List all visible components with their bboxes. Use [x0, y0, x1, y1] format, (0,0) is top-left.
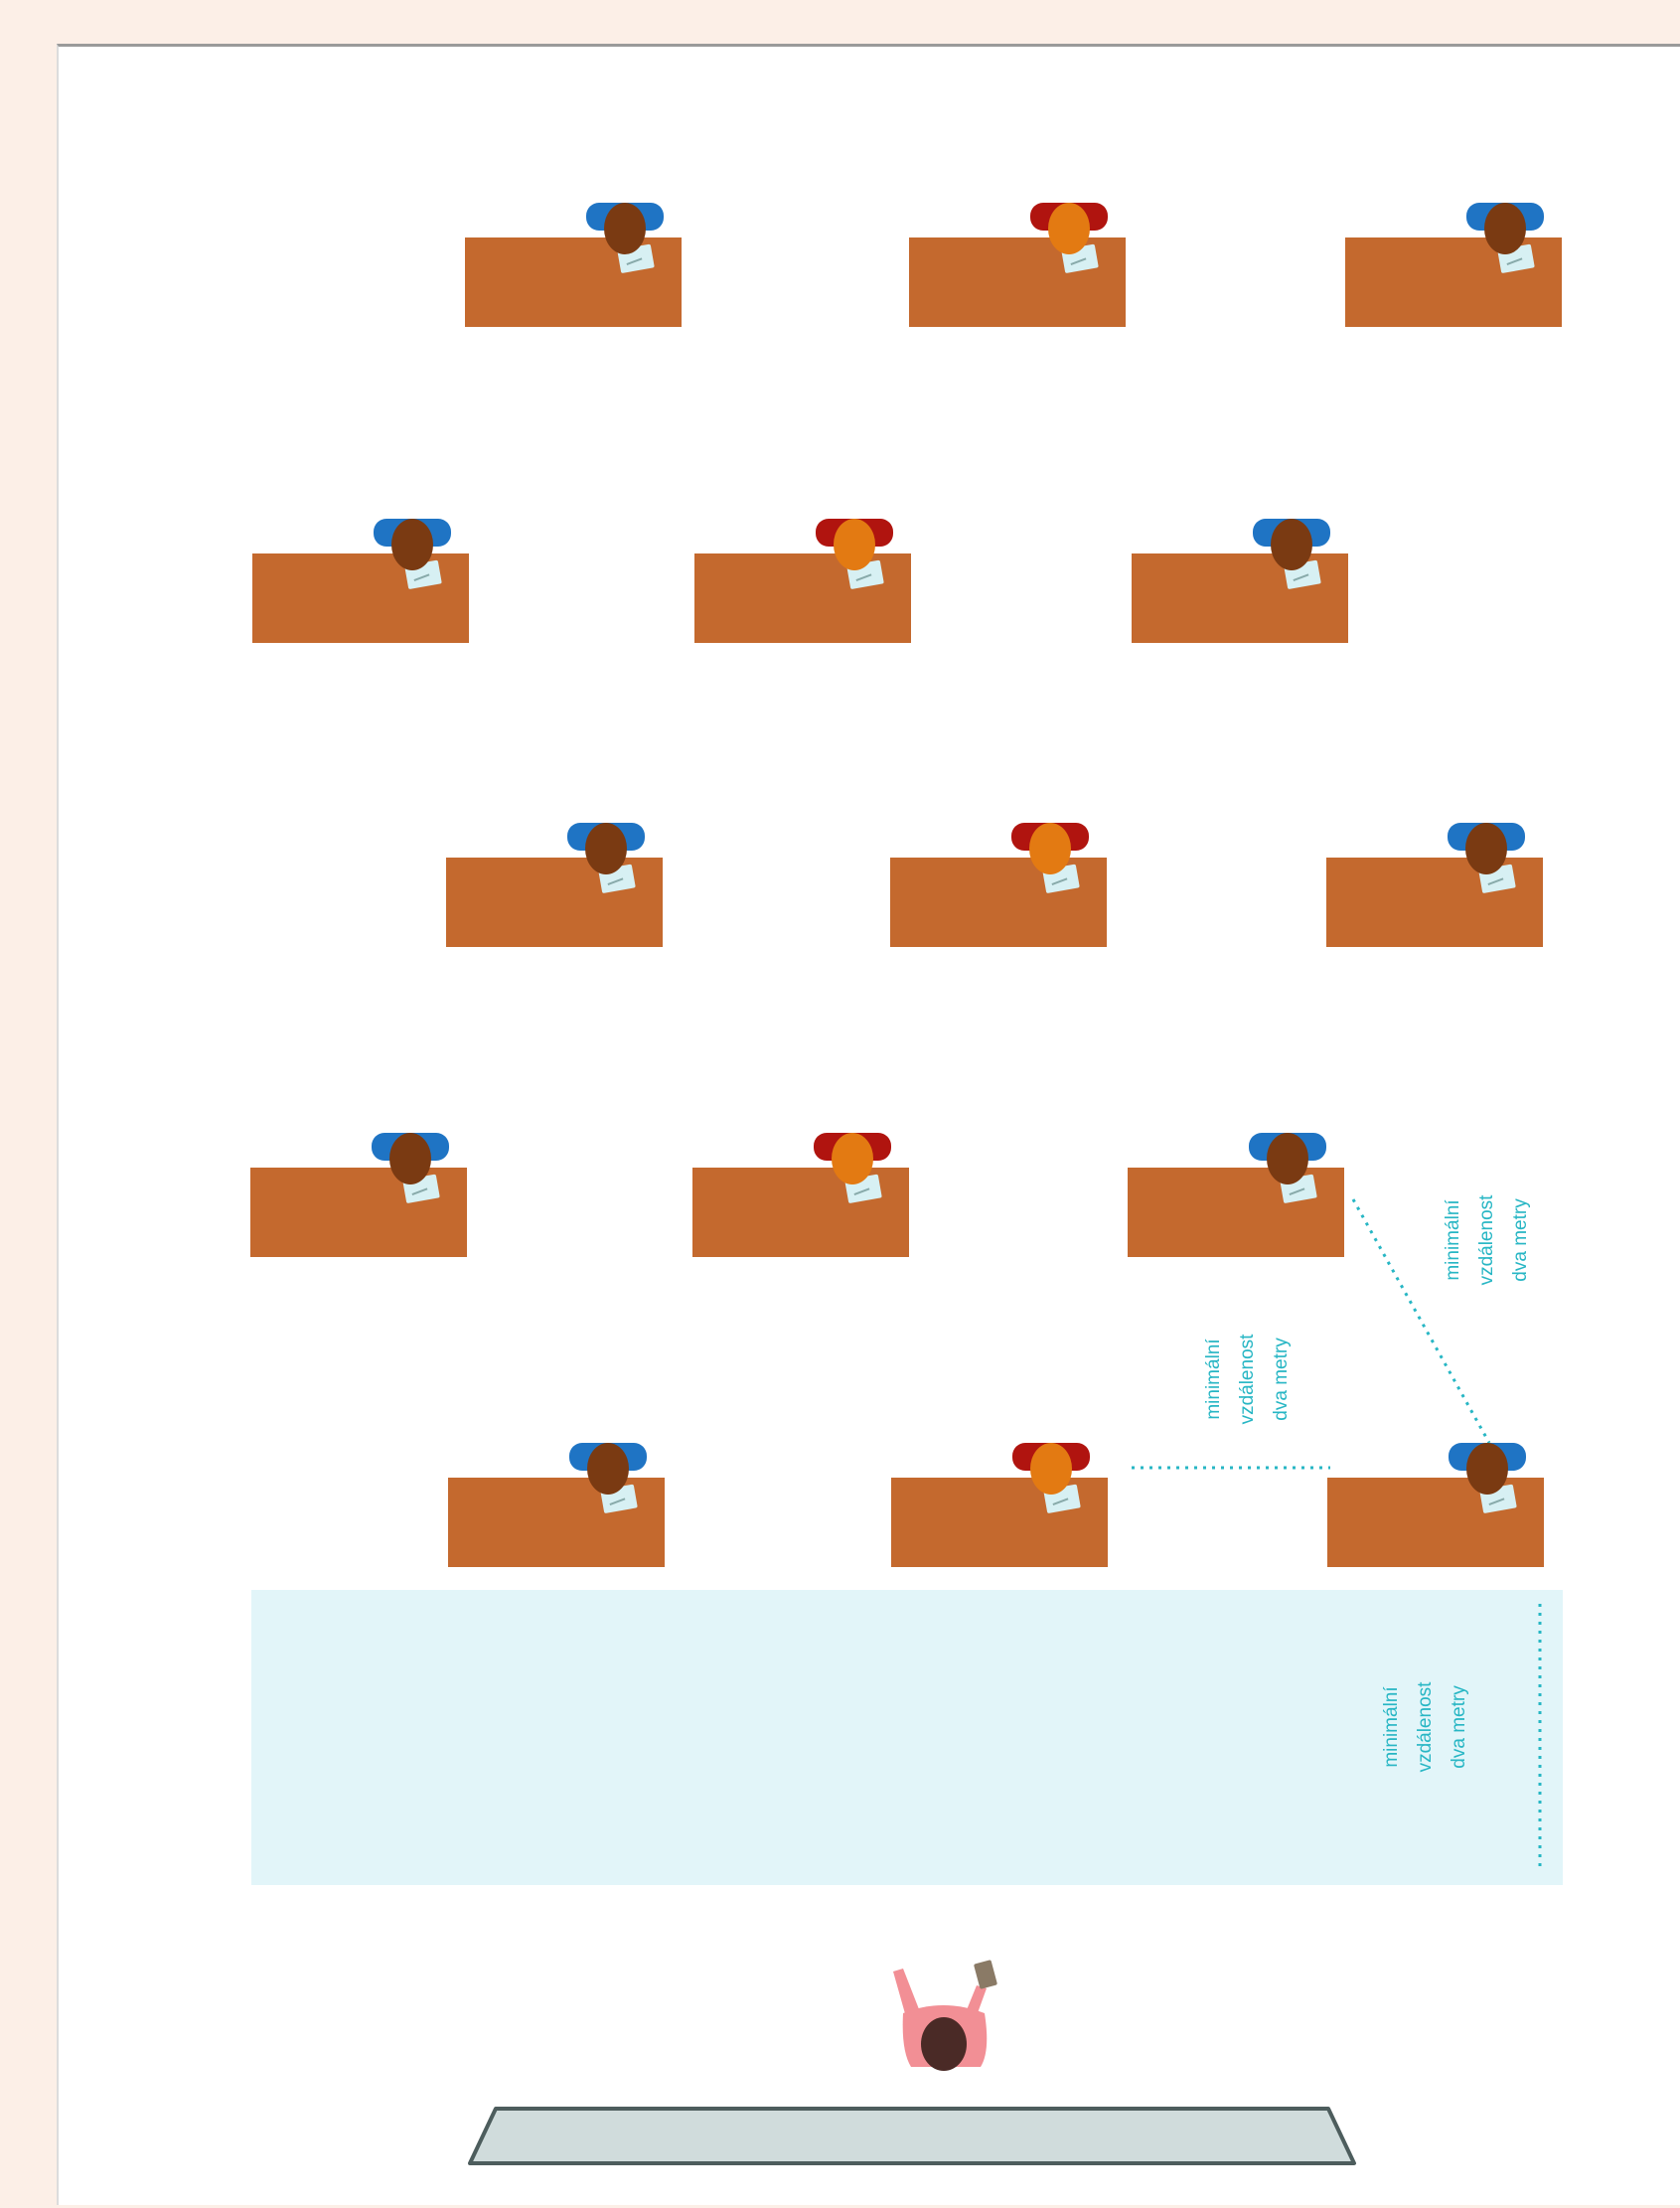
distance-label-line: vzdálenost	[1231, 1295, 1265, 1464]
student-head	[834, 519, 875, 570]
student-head	[389, 1133, 431, 1184]
student-desk	[1326, 823, 1543, 947]
distance-label-line: minimální	[1197, 1295, 1231, 1464]
student-desk	[891, 1443, 1108, 1567]
student-desk	[1128, 1133, 1344, 1257]
student-head	[832, 1133, 873, 1184]
classroom-scene	[59, 47, 1680, 2208]
distance-label-teacher-zone: minimální vzdálenost dva metry	[1375, 1643, 1476, 1812]
student-desk	[909, 203, 1126, 327]
student-desk	[446, 823, 663, 947]
student-head	[391, 519, 433, 570]
student-desk	[1345, 203, 1562, 327]
student-head	[1048, 203, 1090, 254]
whiteboard	[470, 2109, 1354, 2163]
student-desk	[252, 519, 469, 643]
student-desk	[465, 203, 682, 327]
student-desk	[1132, 519, 1348, 643]
distance-label-line: dva metry	[1504, 1156, 1538, 1325]
student-head	[585, 823, 627, 874]
student-desk	[250, 1133, 467, 1257]
distance-label-line: vzdálenost	[1409, 1643, 1443, 1812]
classroom-diagram: minimální vzdálenost dva metry minimální…	[57, 44, 1680, 2205]
teacher-icon	[893, 1960, 997, 2071]
distance-label-line: dva metry	[1265, 1295, 1298, 1464]
student-head	[1029, 823, 1071, 874]
student-head	[1484, 203, 1526, 254]
student-desk	[1327, 1443, 1544, 1567]
student-desk	[694, 519, 911, 643]
student-head	[1465, 823, 1507, 874]
student-desk	[890, 823, 1107, 947]
distance-label-between-desks: minimální vzdálenost dva metry	[1197, 1295, 1298, 1464]
teacher-head	[921, 2017, 967, 2071]
student-head	[1271, 519, 1312, 570]
marker-icon	[974, 1960, 997, 1989]
student-desk	[448, 1443, 665, 1567]
student-head	[1030, 1443, 1072, 1495]
student-head	[604, 203, 646, 254]
distance-label-diagonal: minimální vzdálenost dva metry	[1437, 1156, 1538, 1325]
student-head	[1267, 1133, 1308, 1184]
distance-label-line: minimální	[1375, 1643, 1409, 1812]
distance-label-line: dva metry	[1443, 1643, 1476, 1812]
teacher-safety-zone	[251, 1590, 1563, 1885]
distance-label-line: minimální	[1437, 1156, 1470, 1325]
distance-label-line: vzdálenost	[1470, 1156, 1504, 1325]
student-head	[587, 1443, 629, 1495]
student-desk	[692, 1133, 909, 1257]
student-head	[1466, 1443, 1508, 1495]
